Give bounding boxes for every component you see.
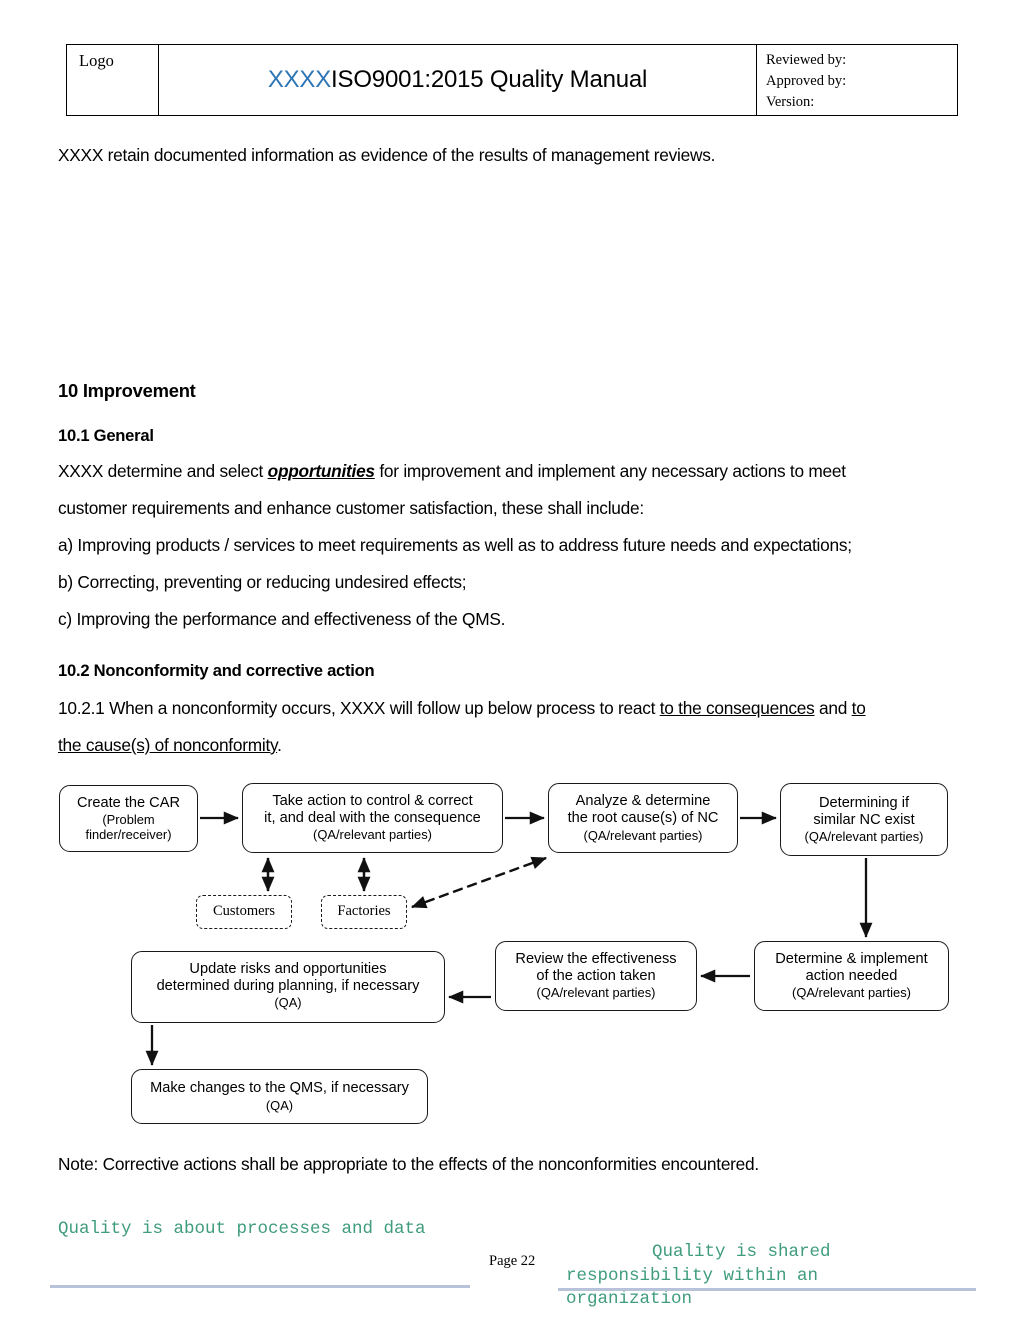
footer-divider-left: [50, 1285, 470, 1288]
document-header-table: Logo XXXX ISO9001:2015 Quality Manual Re…: [66, 44, 958, 116]
footer-quote-right-line2: responsibility within an: [566, 1265, 819, 1286]
header-meta-cell: Reviewed by: Approved by: Version:: [757, 45, 957, 115]
flow-node-similar-line3: (QA/relevant parties): [804, 829, 924, 845]
clause-1021-pre: 10.2.1 When a nonconformity occurs, XXXX…: [58, 698, 660, 718]
note-paragraph: Note: Corrective actions shall be approp…: [58, 1154, 759, 1174]
flow-node-analyze-root-cause[interactable]: Analyze & determine the root cause(s) of…: [548, 783, 738, 853]
flow-node-determine-line1: Determine & implement: [775, 951, 928, 967]
page-number: Page 22: [489, 1253, 536, 1269]
flow-node-determine-implement-action[interactable]: Determine & implement action needed (QA/…: [754, 941, 949, 1011]
header-version: Version:: [766, 94, 815, 111]
flow-node-make-line1: Make changes to the QMS, if necessary: [150, 1080, 409, 1097]
flow-node-update-line2: determined during planning, if necessary: [156, 978, 420, 995]
flow-node-factories-label: Factories: [337, 903, 391, 920]
footer-quote-right-line1: Quality is shared: [652, 1242, 831, 1263]
flow-node-similar-line1: Determining if: [818, 794, 910, 811]
flow-node-update-line3: (QA): [274, 995, 302, 1011]
flow-node-create-car-line2: (Problem: [102, 811, 155, 827]
header-reviewed-by: Reviewed by:: [766, 52, 847, 68]
list-item-c: c) Improving the performance and effecti…: [58, 609, 506, 629]
flow-node-determining-similar-nc[interactable]: Determining if similar NC exist (QA/rele…: [780, 783, 948, 856]
flow-node-review-line3: (QA/relevant parties): [536, 985, 656, 1001]
lead-paragraph: XXXX retain documented information as ev…: [58, 145, 716, 165]
flow-node-create-car[interactable]: Create the CAR (Problem finder/receiver): [59, 785, 198, 852]
flow-node-analyze-line1: Analyze & determine: [575, 793, 711, 810]
flow-node-create-car-line3: finder/receiver): [85, 827, 172, 843]
header-title-cell: XXXX ISO9001:2015 Quality Manual: [159, 45, 757, 115]
flow-node-analyze-line3: (QA/relevant parties): [583, 827, 703, 843]
header-title-brand: XXXX: [267, 66, 332, 93]
cause-period: .: [277, 735, 282, 755]
paragraph-10-2-1: 10.2.1 When a nonconformity occurs, XXXX…: [58, 699, 964, 717]
header-title-text: ISO9001:2015 Quality Manual: [331, 66, 648, 93]
header-logo-label: Logo: [79, 51, 114, 70]
underline-cause-of-nonconformity: the cause(s) of nonconformity: [58, 735, 278, 755]
clause-1021-mid: and: [814, 698, 852, 718]
paragraph-cause-continuation: the cause(s) of nonconformity.: [58, 736, 964, 754]
paragraph-determine-opportunities: XXXX determine and select opportunities …: [58, 462, 964, 480]
determine-text-post: for improvement and implement any necess…: [374, 461, 846, 481]
underline-to-the-consequences: to the consequences: [659, 698, 815, 718]
heading-10-improvement: 10 Improvement: [58, 380, 196, 401]
header-logo-cell: Logo: [67, 45, 159, 115]
footer-quote-right-line3: organization: [566, 1288, 693, 1309]
flow-node-update-line1: Update risks and opportunities: [189, 961, 387, 977]
flow-node-review-line2: of the action taken: [536, 968, 656, 985]
flow-node-customers-label: Customers: [212, 903, 276, 920]
flow-node-take-action-line1: Take action to control & correct: [272, 793, 473, 809]
list-item-b: b) Correcting, preventing or reducing un…: [58, 572, 467, 592]
flow-node-determine-line3: (QA/relevant parties): [792, 985, 911, 1001]
flow-node-review-line1: Review the effectiveness: [515, 951, 677, 967]
underline-to: to: [851, 698, 866, 718]
determine-text-pre: XXXX determine and select: [58, 461, 268, 481]
flow-node-make-line2: (QA): [265, 1097, 294, 1113]
flow-node-factories[interactable]: Factories: [321, 895, 407, 929]
header-approved-by: Approved by:: [766, 73, 847, 90]
heading-10-1-general: 10.1 General: [58, 426, 154, 445]
flow-node-take-action-line2: it, and deal with the consequence: [264, 810, 481, 827]
flow-node-similar-line2: similar NC exist: [813, 811, 915, 828]
footer-quote-left: Quality is about processes and data: [58, 1219, 426, 1239]
flow-node-determine-line2: action needed: [805, 968, 898, 985]
flow-node-review-effectiveness[interactable]: Review the effectiveness of the action t…: [495, 941, 697, 1011]
flow-node-analyze-line2: the root cause(s) of NC: [567, 810, 719, 827]
flow-node-update-risks-opportunities[interactable]: Update risks and opportunities determine…: [131, 951, 445, 1023]
flow-node-make-changes-qms[interactable]: Make changes to the QMS, if necessary (Q…: [131, 1069, 428, 1124]
flow-node-take-action[interactable]: Take action to control & correct it, and…: [242, 783, 503, 853]
flow-node-customers[interactable]: Customers: [196, 895, 292, 929]
flow-node-take-action-line3: (QA/relevant parties): [313, 827, 432, 843]
paragraph-customer-requirements: customer requirements and enhance custom…: [58, 498, 644, 518]
emphasis-opportunities: opportunities: [267, 461, 375, 481]
list-item-a: a) Improving products / services to meet…: [58, 535, 852, 555]
footer-divider-right: [558, 1288, 976, 1291]
heading-10-2-nonconformity: 10.2 Nonconformity and corrective action: [58, 661, 375, 680]
flow-node-create-car-line1: Create the CAR: [76, 794, 180, 811]
